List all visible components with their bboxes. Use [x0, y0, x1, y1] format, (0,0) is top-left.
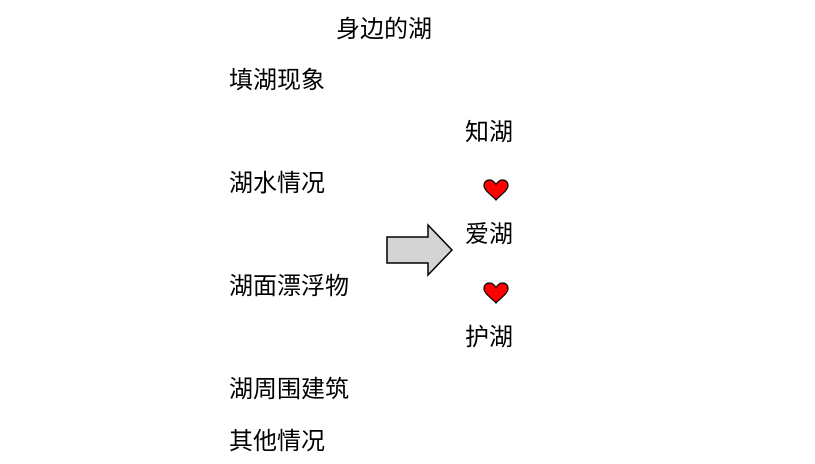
- heart-icon: [483, 179, 509, 201]
- slide-title: 身边的湖: [336, 15, 432, 43]
- chain-step-protect-lake: 护湖: [465, 323, 513, 351]
- heart-icon: [483, 282, 509, 304]
- topic-item-floating-debris: 湖面漂浮物: [229, 272, 349, 300]
- chain-step-know-lake: 知湖: [465, 118, 513, 146]
- topic-item-buildings: 湖周围建筑: [229, 375, 349, 403]
- chain-step-love-lake: 爱湖: [465, 220, 513, 248]
- topic-item-water: 湖水情况: [229, 169, 325, 197]
- topic-item-landfill: 填湖现象: [229, 66, 325, 94]
- topic-item-other: 其他情况: [229, 427, 325, 455]
- right-arrow-icon: [386, 223, 454, 277]
